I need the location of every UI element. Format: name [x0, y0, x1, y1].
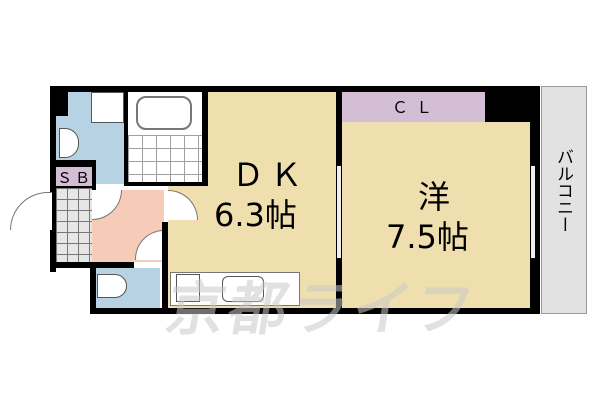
outer-wall-left	[50, 86, 56, 272]
shoe-box-label: ＳＢ	[57, 169, 94, 187]
dk-label: ＤＫ	[232, 156, 309, 194]
toilet-wall	[90, 262, 96, 314]
bath-wall	[124, 86, 128, 184]
washing-machine-icon	[91, 92, 124, 123]
entrance	[56, 188, 92, 262]
toilet-icon	[97, 274, 127, 298]
partition-window	[337, 166, 341, 258]
western-room	[342, 122, 530, 308]
outer-wall-right	[530, 86, 540, 314]
bath-tile-floor	[128, 135, 202, 182]
shoe-box	[56, 167, 92, 186]
western-label: 洋	[418, 178, 451, 216]
entrance-door-icon	[10, 192, 52, 230]
balcony-window	[531, 166, 535, 258]
balcony-label: バルコニー	[553, 148, 573, 233]
bath-right-wall	[202, 86, 208, 186]
western-size: 7.5帖	[386, 218, 469, 256]
closet	[342, 92, 485, 122]
kitchen-counter	[170, 272, 300, 306]
outer-wall-bottom	[90, 308, 540, 314]
balcony	[541, 86, 587, 314]
closet-right-wall	[485, 92, 530, 122]
outer-wall-top	[50, 86, 540, 92]
dk-size: 6.3帖	[214, 196, 297, 234]
washroom-corner-wall	[56, 92, 68, 116]
bathtub-icon	[136, 96, 192, 130]
bath-bottom-wall	[124, 182, 208, 186]
stove-icon	[176, 274, 200, 302]
kitchen-sink-icon	[222, 276, 264, 302]
dk-left-wall	[162, 222, 168, 314]
closet-label: ＣＬ	[392, 98, 441, 117]
